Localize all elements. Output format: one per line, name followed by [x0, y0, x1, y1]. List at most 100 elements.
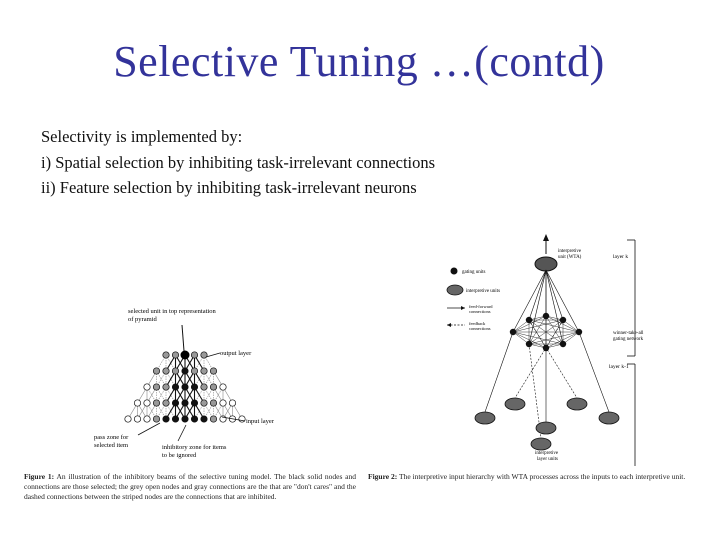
pyramid-node [190, 415, 199, 423]
gating-to-input-link [528, 343, 542, 439]
gating-to-input-link [578, 331, 610, 413]
top-arrow-head [543, 234, 549, 241]
gating-unit [542, 312, 550, 320]
slide-title: Selective Tuning …(contd) [113, 37, 605, 86]
gating-unit [542, 344, 550, 352]
wta-link [562, 331, 580, 345]
selected-unit-pointer [181, 324, 185, 352]
output-layer-pointer [205, 352, 221, 358]
pyramid-node [133, 399, 142, 407]
figure2-caption-text: The interpretive input hierarchy with WT… [398, 472, 686, 481]
pyramid-node [143, 399, 151, 407]
pyramid-node [219, 383, 227, 391]
top-to-gating-link [512, 269, 547, 333]
gating-to-input-link [514, 319, 564, 399]
figure1-caption-text: An illustration of the inhibitory beams … [24, 472, 356, 501]
pyramid-node [181, 367, 189, 375]
bullet-feature-selection: ii) Feature selection by inhibiting task… [41, 178, 417, 197]
legend-feedback-label: feedback [469, 321, 486, 326]
pyramid-node [133, 415, 142, 423]
interpretive-input-unit [504, 397, 526, 411]
legend-interpretive-unit-label: interpretive units [466, 289, 500, 294]
pyramid-node [181, 415, 189, 423]
pyramid-node [181, 383, 189, 391]
figure-interpretive-hierarchy: gating units interpretive units feed-for… [446, 234, 644, 466]
pyramid-node [162, 351, 170, 359]
inhibitory-zone-label-2: to be ignored [162, 452, 197, 459]
gating-unit [509, 328, 517, 336]
figure2-caption-label: Figure 2: [368, 472, 398, 481]
figure2-caption: Figure 2: The interpretive input hierarc… [368, 472, 704, 482]
wta-link [512, 331, 547, 349]
figure1-caption-label: Figure 1: [24, 472, 55, 481]
pyramid-node [143, 415, 151, 423]
pyramid-node [209, 399, 218, 407]
wta-link [545, 331, 580, 349]
gating-to-input-link [484, 331, 514, 413]
pyramid-node [152, 399, 161, 407]
selected-top-node [180, 350, 190, 360]
interpretive-input-unit [474, 411, 496, 425]
gating-unit [525, 316, 533, 324]
pyramid-node [209, 367, 218, 375]
output-layer-label: output layer [220, 350, 252, 357]
legend-feedforward-arrow [461, 306, 465, 310]
pyramid-node [171, 415, 180, 423]
wta-network-label-2: gating network [613, 337, 644, 342]
bottom-unit-label: interpretive [535, 451, 559, 456]
wta-link [528, 331, 580, 345]
pyramid-node [219, 415, 227, 423]
wta-link [528, 315, 547, 345]
figure-inhibitory-beam: selected unit in top representation of p… [94, 308, 275, 459]
inhibitory-zone-pointer [177, 424, 187, 442]
wta-link [512, 315, 547, 333]
pyramid-node [200, 399, 208, 407]
pyramid-node [200, 351, 208, 359]
gating-to-input-link [528, 319, 578, 399]
wta-link [528, 319, 580, 333]
bullet-list: Selectivity is implemented by: i) Spatia… [41, 125, 435, 200]
pyramid-node [152, 415, 161, 423]
bullet-intro: Selectivity is implemented by: [41, 127, 243, 146]
pass-zone-pointer [137, 422, 161, 436]
pass-zone-label: pass zone for [94, 434, 129, 441]
top-unit-label-2: unit (WTA) [558, 255, 582, 260]
pyramid-node [200, 367, 208, 375]
legend-gating-unit-label: gating units [462, 270, 486, 275]
bottom-unit-label-2: layer units [537, 457, 558, 462]
wta-link [512, 319, 530, 333]
pyramid-node [171, 383, 180, 391]
wta-link [562, 319, 580, 333]
hierarchy-nodes [474, 312, 620, 451]
hierarchy-connections [484, 269, 610, 439]
pyramid-node [200, 383, 208, 391]
wta-link [512, 331, 564, 345]
pyramid-node [190, 367, 199, 375]
interpretive-input-unit [598, 411, 620, 425]
pyramid-node [152, 367, 161, 375]
top-to-gating-link [545, 269, 564, 321]
top-interpretive-unit [534, 256, 558, 272]
wta-link [545, 315, 580, 333]
pyramid-node [152, 383, 161, 391]
bullet-spatial-selection: i) Spatial selection by inhibiting task-… [41, 153, 436, 172]
pyramid-node [190, 383, 199, 391]
selected-unit-label-2: of pyramid [128, 316, 157, 323]
wta-link [512, 319, 564, 333]
gating-unit [559, 340, 567, 348]
input-layer-label: input layer [246, 418, 275, 425]
legend-feedforward-label-2: connections [469, 309, 491, 314]
top-to-gating-link [528, 269, 547, 321]
legend-feedback-label-2: connections [469, 326, 491, 331]
pyramid-node [124, 415, 132, 423]
interpretive-input-unit [535, 421, 557, 435]
gating-unit [559, 316, 567, 324]
layer-k-label: layer k [613, 254, 628, 260]
pyramid-node [190, 399, 199, 407]
pyramid-node [171, 399, 180, 407]
pyramid-node [181, 399, 189, 407]
pyramid-node [219, 399, 227, 407]
top-to-gating-link [545, 269, 564, 345]
wta-network-label: winner-take-all [613, 331, 644, 336]
layer-k1-label: layer k-1 [609, 364, 629, 370]
